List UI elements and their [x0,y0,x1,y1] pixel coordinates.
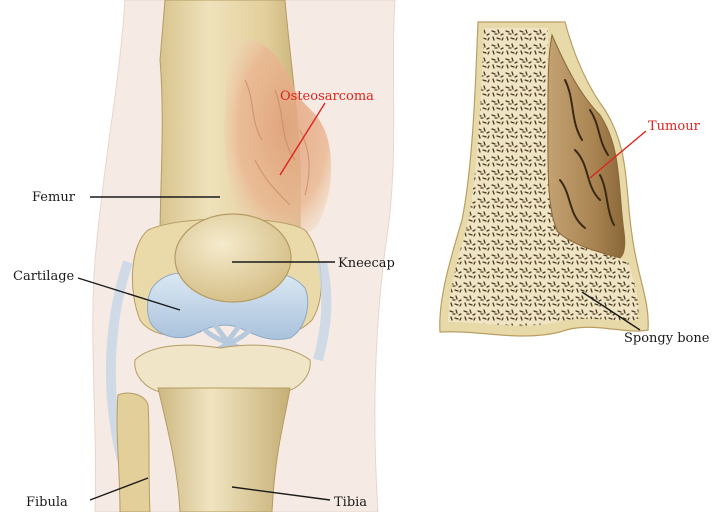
kneecap-patella [175,214,291,302]
label-osteosarcoma: Osteosarcoma [280,89,374,104]
label-femur: Femur [32,190,76,205]
fibula-bone [117,393,150,512]
label-fibula: Fibula [26,495,68,510]
label-cartilage: Cartilage [13,269,75,284]
label-kneecap: Kneecap [338,256,395,271]
bone-section-figure [440,22,648,336]
tibial-plateau [135,345,310,392]
label-tumour: Tumour [648,119,701,134]
label-spongy-bone: Spongy bone [624,331,710,346]
label-tibia: Tibia [334,495,367,510]
